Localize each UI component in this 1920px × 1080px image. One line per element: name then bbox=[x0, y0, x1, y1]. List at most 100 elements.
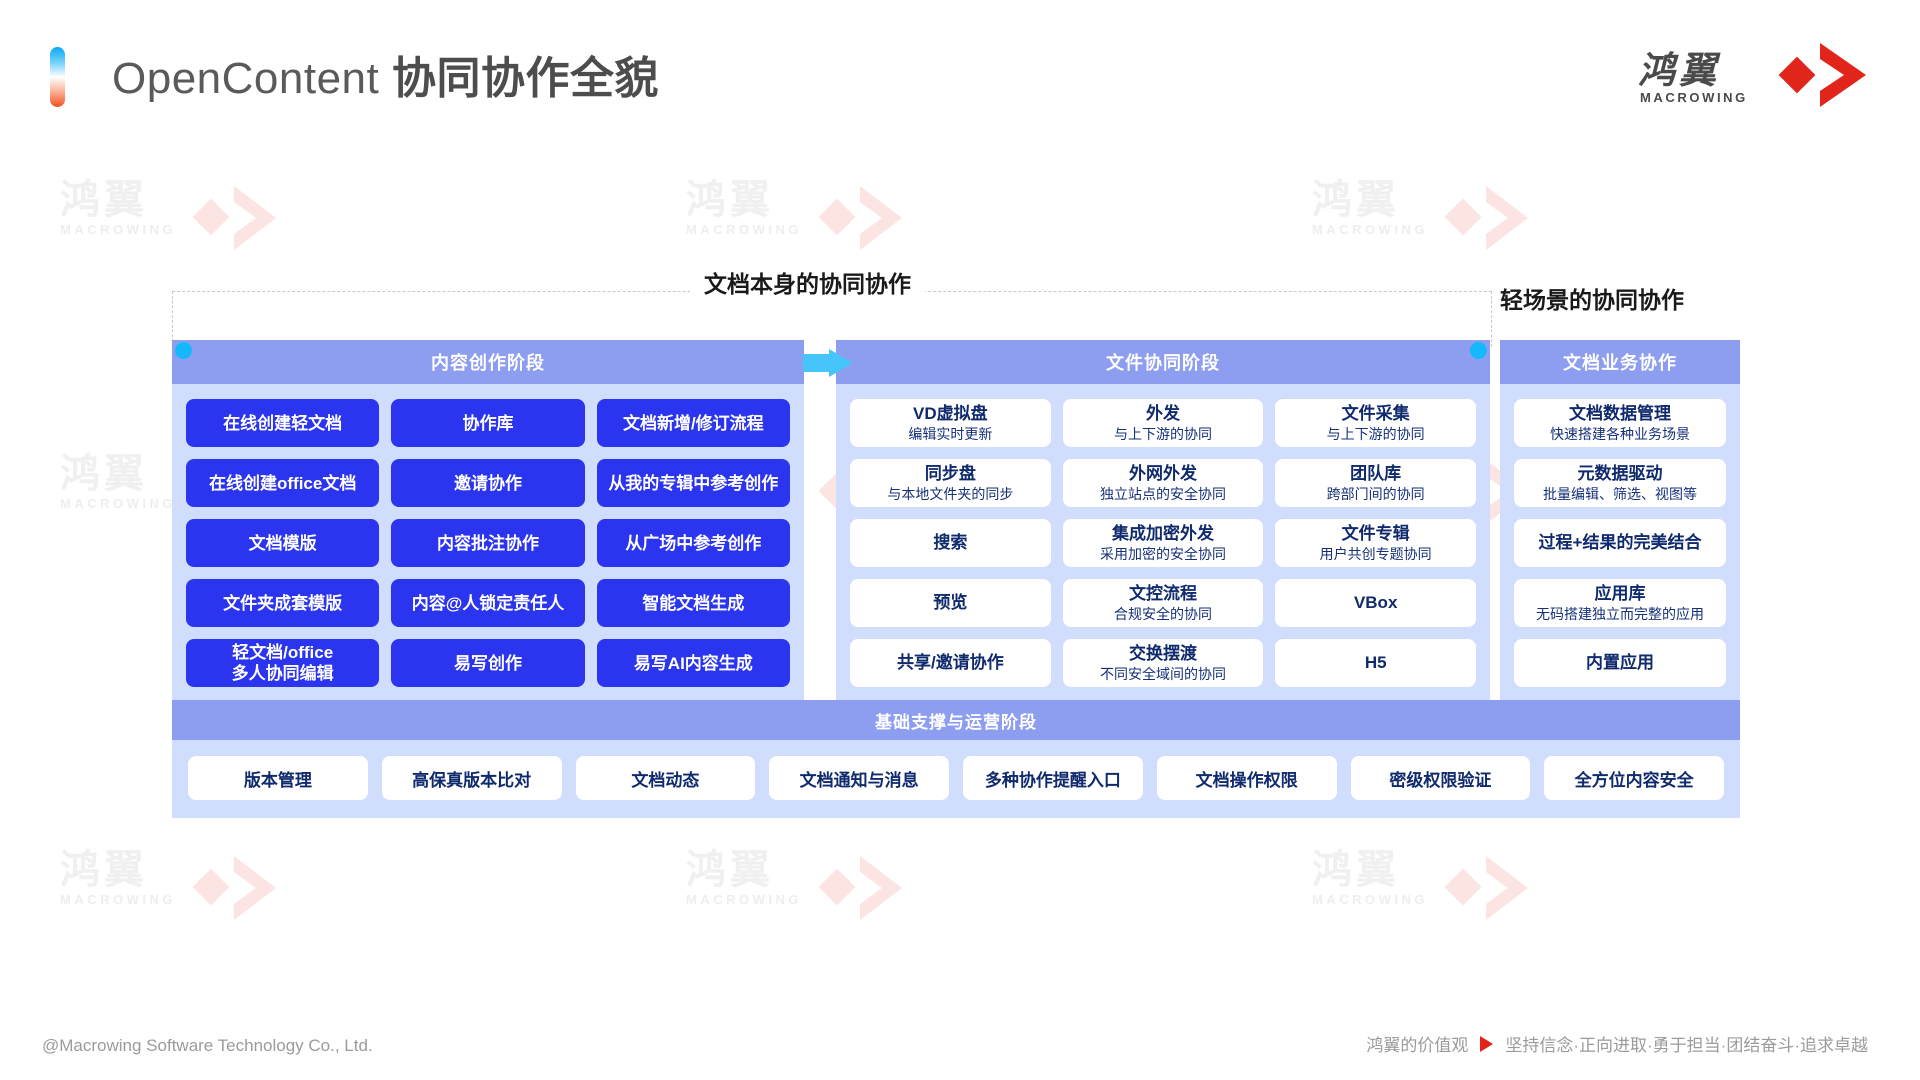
watermark-arrow-icon bbox=[1486, 856, 1528, 920]
panel-column: 文档新增/修订流程从我的专辑中参考创作从广场中参考创作智能文档生成易写AI内容生… bbox=[596, 399, 790, 687]
panel-title-content-creation: 内容创作阶段 bbox=[172, 340, 804, 384]
feature-card-title: 轻文档/office bbox=[232, 643, 334, 662]
feature-card-title: 易写AI内容生成 bbox=[633, 653, 753, 673]
foundation-card[interactable]: 文档动态 bbox=[575, 756, 756, 800]
watermark-cn: 鸿翼 bbox=[60, 177, 148, 223]
title-accent-bar bbox=[50, 47, 65, 107]
feature-card[interactable]: 内容批注协作 bbox=[391, 519, 585, 567]
feature-card[interactable]: 从广场中参考创作 bbox=[596, 519, 790, 567]
page-title-en: OpenContent bbox=[112, 54, 380, 103]
watermark-cn: 鸿翼 bbox=[1312, 177, 1400, 223]
foundation-card[interactable]: 高保真版本比对 bbox=[381, 756, 562, 800]
feature-card[interactable]: 预览 bbox=[850, 579, 1051, 627]
watermark-arrow-icon bbox=[234, 856, 276, 920]
feature-card-subtitle: 用户共创专题协同 bbox=[1319, 545, 1432, 562]
feature-card-title: 内容@人锁定责任人 bbox=[411, 593, 565, 613]
feature-card[interactable]: 内置应用 bbox=[1514, 639, 1726, 687]
feature-card[interactable]: 文档新增/修订流程 bbox=[596, 399, 790, 447]
feature-card[interactable]: 共享/邀请协作 bbox=[850, 639, 1051, 687]
watermark-en: MACROWING bbox=[686, 222, 802, 237]
feature-card[interactable]: 外发与上下游的协同 bbox=[1062, 399, 1264, 447]
feature-card-title: 邀请协作 bbox=[453, 473, 522, 493]
feature-card[interactable]: 文件夹成套模版 bbox=[186, 579, 380, 627]
feature-card[interactable]: 同步盘与本地文件夹的同步 bbox=[850, 459, 1051, 507]
feature-card-title: 外网外发 bbox=[1129, 463, 1197, 483]
brand-logo-cn: 鸿翼 bbox=[1638, 49, 1720, 92]
feature-card-title: 在线创建office文档 bbox=[208, 473, 357, 493]
feature-card-title: 文件专辑 bbox=[1341, 523, 1410, 543]
feature-card[interactable]: 易写创作 bbox=[391, 639, 585, 687]
feature-card[interactable]: 元数据驱动批量编辑、筛选、视图等 bbox=[1514, 459, 1726, 507]
foundation-card[interactable]: 文档通知与消息 bbox=[769, 756, 949, 800]
feature-card-title: 从我的专辑中参考创作 bbox=[608, 473, 779, 493]
feature-card-title: 在线创建轻文档 bbox=[223, 413, 343, 433]
feature-card[interactable]: H5 bbox=[1275, 639, 1477, 687]
feature-card-subtitle: 无码搭建独立而完整的应用 bbox=[1536, 605, 1704, 622]
feature-card[interactable]: VBox bbox=[1275, 579, 1477, 627]
feature-card[interactable]: 过程+结果的完美结合 bbox=[1514, 519, 1726, 567]
feature-card-title: 集成加密外发 bbox=[1112, 523, 1214, 543]
feature-card[interactable]: 文件采集与上下游的协同 bbox=[1275, 399, 1477, 447]
page-title-cn: 协同协作全貌 bbox=[391, 54, 659, 103]
bracket-label-right: 轻场景的协同协作 bbox=[1500, 287, 1684, 313]
watermark-diamond-icon bbox=[818, 868, 856, 906]
flow-arrow-shaft bbox=[803, 354, 833, 372]
feature-card[interactable]: 协作库 bbox=[391, 399, 585, 447]
feature-card[interactable]: 文控流程合规安全的协同 bbox=[1062, 579, 1264, 627]
watermark-cn: 鸿翼 bbox=[60, 847, 148, 893]
watermark-en: MACROWING bbox=[60, 222, 176, 237]
feature-card[interactable]: 文档模版 bbox=[186, 519, 380, 567]
watermark-arrow-icon bbox=[1486, 186, 1528, 250]
feature-card-subtitle: 批量编辑、筛选、视图等 bbox=[1543, 485, 1697, 502]
feature-card-subtitle: 与本地文件夹的同步 bbox=[887, 485, 1014, 502]
feature-card[interactable]: 文件专辑用户共创专题协同 bbox=[1275, 519, 1477, 567]
feature-card[interactable]: 易写AI内容生成 bbox=[596, 639, 790, 687]
feature-card[interactable]: 从我的专辑中参考创作 bbox=[596, 459, 790, 507]
feature-card-title: 过程+结果的完美结合 bbox=[1538, 533, 1702, 552]
panel-column: VD虚拟盘编辑实时更新同步盘与本地文件夹的同步搜索预览共享/邀请协作 bbox=[850, 399, 1051, 687]
feature-card[interactable]: 应用库无码搭建独立而完整的应用 bbox=[1514, 579, 1726, 627]
panel-start-dot bbox=[175, 342, 192, 359]
feature-card[interactable]: 智能文档生成 bbox=[596, 579, 790, 627]
flow-arrow-icon bbox=[803, 349, 863, 377]
feature-card-subtitle: 合规安全的协同 bbox=[1114, 605, 1212, 622]
watermark-arrow-icon bbox=[860, 856, 902, 920]
feature-card[interactable]: 团队库跨部门间的协同 bbox=[1275, 459, 1477, 507]
foundation-panel: 基础支撑与运营阶段 版本管理高保真版本比对文档动态文档通知与消息多种协作提醒入口… bbox=[172, 700, 1740, 818]
scope-bracket bbox=[172, 291, 1492, 347]
feature-card[interactable]: 在线创建office文档 bbox=[186, 459, 380, 507]
feature-card[interactable]: 交换摆渡不同安全域间的协同 bbox=[1062, 639, 1264, 687]
foundation-card[interactable]: 版本管理 bbox=[188, 756, 368, 800]
brand-logo-en: MACROWING bbox=[1640, 90, 1748, 105]
feature-card-title: VD虚拟盘 bbox=[913, 403, 988, 423]
foundation-card[interactable]: 多种协作提醒入口 bbox=[963, 756, 1143, 800]
feature-card[interactable]: 集成加密外发采用加密的安全协同 bbox=[1062, 519, 1264, 567]
footer-copyright: @Macrowing Software Technology Co., Ltd. bbox=[42, 1036, 373, 1055]
feature-card[interactable]: 在线创建轻文档 bbox=[186, 399, 380, 447]
feature-card[interactable]: VD虚拟盘编辑实时更新 bbox=[850, 399, 1051, 447]
watermark-en: MACROWING bbox=[1312, 892, 1428, 907]
foundation-card[interactable]: 密级权限验证 bbox=[1350, 756, 1531, 800]
feature-card[interactable]: 外网外发独立站点的安全协同 bbox=[1062, 459, 1264, 507]
footer-values-label: 鸿翼的价值观 bbox=[1366, 1036, 1469, 1055]
watermark-diamond-icon bbox=[192, 868, 230, 906]
footer-values: 鸿翼的价值观 坚持信念·正向进取·勇于担当·团结奋斗·追求卓越 bbox=[1366, 1031, 1868, 1056]
watermark-en: MACROWING bbox=[60, 892, 176, 907]
feature-card[interactable]: 搜索 bbox=[850, 519, 1051, 567]
footer-values-text: 坚持信念·正向进取·勇于担当·团结奋斗·追求卓越 bbox=[1505, 1036, 1868, 1055]
feature-card[interactable]: 文档数据管理快速搭建各种业务场景 bbox=[1514, 399, 1726, 447]
foundation-card[interactable]: 文档操作权限 bbox=[1156, 756, 1337, 800]
feature-card-title: 文档新增/修订流程 bbox=[622, 413, 764, 433]
feature-card-title: 文件采集 bbox=[1341, 403, 1410, 423]
feature-card[interactable]: 邀请协作 bbox=[391, 459, 585, 507]
feature-card-subtitle: 采用加密的安全协同 bbox=[1100, 545, 1226, 562]
feature-card[interactable]: 内容@人锁定责任人 bbox=[391, 579, 585, 627]
foundation-card[interactable]: 全方位内容安全 bbox=[1544, 756, 1724, 800]
feature-card-title: 内置应用 bbox=[1586, 653, 1654, 672]
panel-title-document-business: 文档业务协作 bbox=[1500, 340, 1740, 384]
